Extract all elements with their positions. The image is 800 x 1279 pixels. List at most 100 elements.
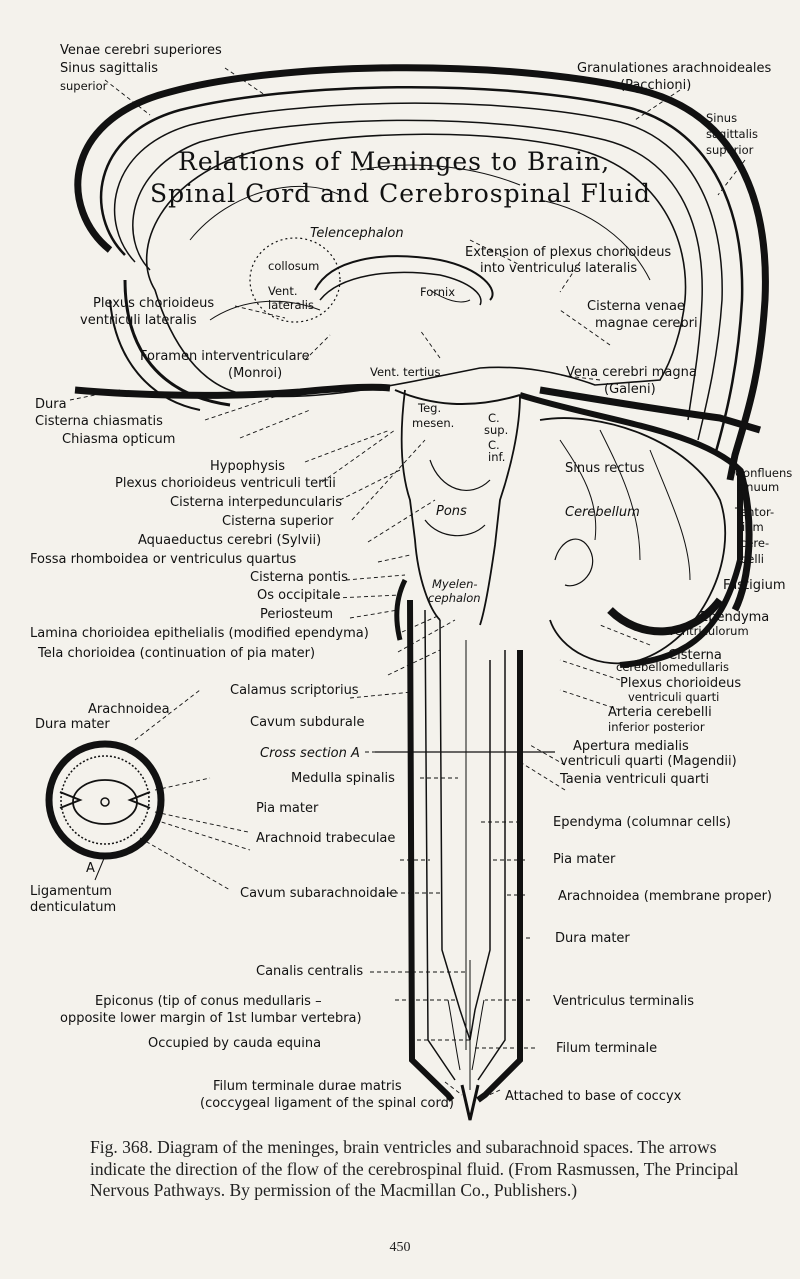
label-vent-lat-1: Vent. xyxy=(268,284,298,298)
label-arteria-2: inferior posterior xyxy=(608,720,705,734)
label-os-occipitale: Os occipitale xyxy=(257,588,341,603)
skull-outline xyxy=(74,64,769,481)
label-collosum: collosum xyxy=(268,259,319,273)
label-teg-1: Teg. xyxy=(417,401,441,415)
label-fossa: Fossa rhomboidea or ventriculus quartus xyxy=(30,552,296,567)
label-teg-2: mesen. xyxy=(412,416,454,430)
label-fastigium: Fastigium xyxy=(723,578,786,593)
label-pons: Pons xyxy=(436,504,467,519)
leader-lines xyxy=(69,67,746,1101)
label-plexus-quarti-2: ventriculi quarti xyxy=(628,690,719,704)
label-foramen-1: Foramen interventriculare xyxy=(140,349,310,364)
label-c-sup-2: sup. xyxy=(484,423,508,437)
label-dura: Dura xyxy=(35,397,67,412)
label-cavum-subarach: Cavum subarachnoidale xyxy=(240,886,397,901)
label-tentor-4: belli xyxy=(740,552,764,566)
label-canalis: Canalis centralis xyxy=(256,964,363,979)
label-pia-mater-right: Pia mater xyxy=(553,852,616,867)
label-pia-mater-left: Pia mater xyxy=(256,801,319,816)
label-calamus: Calamus scriptorius xyxy=(230,683,359,698)
label-arachnoid-trab: Arachnoid trabeculae xyxy=(256,831,395,846)
label-sinus-rectus: Sinus rectus xyxy=(565,461,645,476)
label-tentor-1: Tentor- xyxy=(734,505,774,519)
label-vent-lat-2: lateralis xyxy=(268,298,314,312)
label-cist-cerebello-1: Cisterna xyxy=(668,648,722,663)
label-ependyma-vent-1: Ependyma xyxy=(700,610,769,625)
label-extension-1: Extension of plexus chorioideus xyxy=(465,245,671,260)
falx-dura xyxy=(109,279,231,411)
label-filum-durae-1: Filum terminale durae matris xyxy=(213,1079,402,1094)
label-epiconus-1: Epiconus (tip of conus medullaris – xyxy=(95,994,322,1009)
label-c-inf-1: C. xyxy=(488,438,500,452)
label-lig-dent-2: denticulatum xyxy=(30,900,116,915)
label-plexus-tertii: Plexus chorioideus ventriculi tertii xyxy=(115,476,336,491)
label-tentor-2: ium xyxy=(742,520,764,534)
label-sinus-right-2: sagittalis xyxy=(706,127,758,141)
label-filum-term: Filum terminale xyxy=(556,1041,657,1056)
label-myelencephalon-1: Myelen- xyxy=(432,577,478,591)
label-dura-mater-left: Dura mater xyxy=(35,717,110,732)
label-apertura-1: Apertura medialis xyxy=(573,739,689,754)
label-arachnoidea-right: Arachnoidea (membrane proper) xyxy=(558,889,772,904)
occipital-bone xyxy=(394,468,753,641)
tentorium-and-sinus xyxy=(519,392,743,668)
label-tentor-3: cere- xyxy=(740,536,769,550)
label-foramen-2: (Monroi) xyxy=(228,366,282,381)
label-hypophysis: Hypophysis xyxy=(210,459,285,474)
label-ependyma-vent-2: ventriculorum xyxy=(668,624,749,638)
label-cross-section: Cross section A xyxy=(260,746,360,761)
label-arteria-1: Arteria cerebelli xyxy=(608,705,712,720)
label-confluens-1: Confluens xyxy=(735,466,792,480)
label-cist-pontis: Cisterna pontis xyxy=(250,570,348,585)
label-plexus-lat-2: ventriculi lateralis xyxy=(80,313,197,328)
label-ventriculus-term: Ventriculus terminalis xyxy=(553,994,694,1009)
brainstem xyxy=(400,389,521,626)
label-c-inf-2: inf. xyxy=(488,450,505,464)
label-filum-durae-2: (coccygeal ligament of the spinal cord) xyxy=(200,1096,454,1111)
label-epiconus-2: opposite lower margin of 1st lumbar vert… xyxy=(60,1011,362,1026)
label-section-a: A xyxy=(86,861,95,876)
label-periosteum: Periosteum xyxy=(260,607,333,622)
label-taenia: Taenia ventriculi quarti xyxy=(559,772,709,787)
label-c-sup-1: C. xyxy=(488,411,500,425)
cerebellum-shape xyxy=(539,417,727,665)
label-sinus-sagittalis-left: Sinus sagittalis xyxy=(60,61,158,76)
dura-floor xyxy=(74,383,762,434)
label-fornix: Fornix xyxy=(420,285,455,299)
label-telencephalon: Telencephalon xyxy=(310,226,404,241)
label-lig-dent-1: Ligamentum xyxy=(30,884,112,899)
anatomy-labels: Venae cerebri superiores Sinus sagittali… xyxy=(30,43,792,1111)
label-myelencephalon-2: cephalon xyxy=(428,591,481,605)
label-cauda: Occupied by cauda equina xyxy=(148,1036,321,1051)
figure-caption: Fig. 368. Diagram of the meninges, brain… xyxy=(90,1137,739,1200)
label-granulationes: Granulationes arachnoideales xyxy=(577,61,772,76)
label-sinus-sagittalis-left-2: superior xyxy=(60,79,108,93)
page-number: 450 xyxy=(389,1240,411,1255)
label-cerebellum: Cerebellum xyxy=(565,505,640,520)
label-aquaeductus: Aquaeductus cerebri (Sylvii) xyxy=(138,533,321,548)
label-sinus-right-1: Sinus xyxy=(706,111,737,125)
label-cisterna-venae-2: magnae cerebri xyxy=(595,316,698,331)
title-line-1: Relations of Meninges to Brain, xyxy=(178,147,610,176)
label-cist-interped: Cisterna interpeduncularis xyxy=(170,495,342,510)
label-medulla: Medulla spinalis xyxy=(291,771,395,786)
label-cavum-subdurale: Cavum subdurale xyxy=(250,715,364,730)
label-attached: Attached to base of coccyx xyxy=(505,1089,682,1104)
label-chiasma: Chiasma opticum xyxy=(62,432,175,447)
title-block: Relations of Meninges to Brain, Spinal C… xyxy=(150,147,650,208)
label-apertura-2: ventriculi quarti (Magendii) xyxy=(560,754,737,769)
label-dura-mater-right: Dura mater xyxy=(555,931,630,946)
corpus-callosum xyxy=(249,237,494,323)
label-pacchioni: (Pacchioni) xyxy=(620,78,691,93)
label-venae-cerebri: Venae cerebri superiores xyxy=(60,43,222,58)
label-confluens-2: sinuum xyxy=(737,480,779,494)
cross-section-a xyxy=(45,740,165,881)
label-cisterna-chiasmatis: Cisterna chiasmatis xyxy=(35,414,163,429)
label-plexus-lat-1: Plexus chorioideus xyxy=(93,296,214,311)
label-vena-magna-2: (Galeni) xyxy=(604,382,656,397)
label-cist-superior: Cisterna superior xyxy=(222,514,334,529)
label-tela: Tela chorioidea (continuation of pia mat… xyxy=(37,646,315,661)
label-sinus-right-3: superior xyxy=(706,143,754,157)
label-vent-tertius: Vent. tertius xyxy=(370,365,440,379)
label-ependyma-col: Ependyma (columnar cells) xyxy=(553,815,731,830)
